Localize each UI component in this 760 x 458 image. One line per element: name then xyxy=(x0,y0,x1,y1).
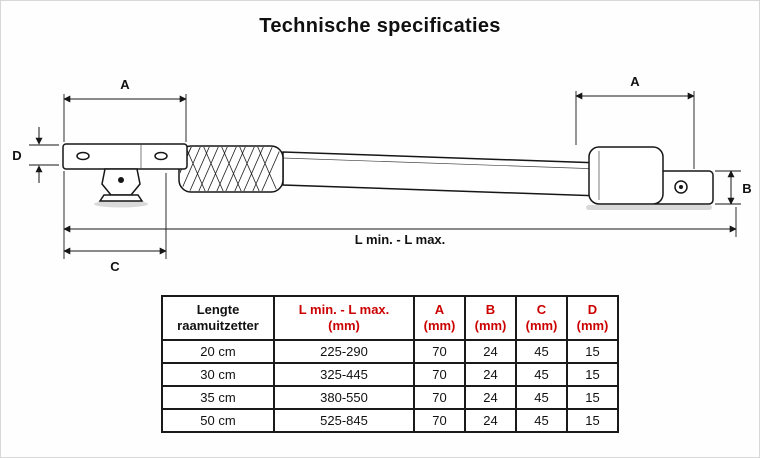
cell-c: 45 xyxy=(515,339,568,364)
cell-d: 15 xyxy=(566,408,619,433)
cell-d: 15 xyxy=(566,385,619,410)
page-title: Technische specificaties xyxy=(259,15,501,37)
table-row-35cm: 35 cm 380-550 70 24 45 15 xyxy=(161,385,619,410)
dimension-a-left: A xyxy=(63,77,187,142)
header-c: C (mm) xyxy=(515,295,568,341)
cell-b: 24 xyxy=(464,362,517,387)
cell-a: 70 xyxy=(413,362,466,387)
dimension-length: L min. - L max. xyxy=(63,171,737,259)
dim-label-d: D xyxy=(12,148,21,163)
header-lengte-raamuitzetter: Lengte raamuitzetter xyxy=(161,295,275,341)
dimension-b: B xyxy=(715,170,752,205)
header-b: B (mm) xyxy=(464,295,517,341)
cell-a: 70 xyxy=(413,408,466,433)
spec-table-header-row: Lengte raamuitzetter L min. - L max. (mm… xyxy=(161,295,619,341)
dimension-c: C xyxy=(63,173,167,274)
cell-lminmax: 325-445 xyxy=(273,362,415,387)
header-a: A (mm) xyxy=(413,295,466,341)
table-row-30cm: 30 cm 325-445 70 24 45 15 xyxy=(161,362,619,387)
pivot-point xyxy=(118,177,124,183)
cell-b: 24 xyxy=(464,408,517,433)
cell-c: 45 xyxy=(515,362,568,387)
dimension-d: D xyxy=(12,127,59,183)
header-l-min-max: L min. - L max. (mm) xyxy=(273,295,415,341)
pivot-foot xyxy=(98,194,144,202)
cell-b: 24 xyxy=(464,339,517,364)
cell-lengte: 35 cm xyxy=(161,385,275,410)
dimension-a-right: A xyxy=(575,74,695,169)
cell-c: 45 xyxy=(515,385,568,410)
screw-hole-left-2 xyxy=(154,151,168,161)
spec-table: Lengte raamuitzetter L min. - L max. (mm… xyxy=(161,295,619,433)
screw-hole-left-1 xyxy=(76,151,90,161)
cell-d: 15 xyxy=(566,362,619,387)
cell-lminmax: 225-290 xyxy=(273,339,415,364)
cell-lengte: 20 cm xyxy=(161,339,275,364)
dim-label-a-left: A xyxy=(120,77,130,92)
cell-lengte: 50 cm xyxy=(161,408,275,433)
grip-knurling xyxy=(180,147,282,191)
cell-a: 70 xyxy=(413,385,466,410)
cell-lminmax: 525-845 xyxy=(273,408,415,433)
dim-label-a-right: A xyxy=(630,74,640,89)
cell-d: 15 xyxy=(566,339,619,364)
shadow-shapes xyxy=(94,200,712,210)
cell-c: 45 xyxy=(515,408,568,433)
cell-lminmax: 380-550 xyxy=(273,385,415,410)
telescopic-tube xyxy=(282,151,602,197)
header-d: D (mm) xyxy=(566,295,619,341)
table-row-50cm: 50 cm 525-845 70 24 45 15 xyxy=(161,408,619,433)
dim-label-length: L min. - L max. xyxy=(355,232,446,247)
cell-a: 70 xyxy=(413,339,466,364)
cell-b: 24 xyxy=(464,385,517,410)
cell-lengte: 30 cm xyxy=(161,362,275,387)
left-bracket xyxy=(62,143,188,202)
right-guide-block xyxy=(588,146,664,205)
ribbed-grip xyxy=(178,145,284,193)
dim-label-b: B xyxy=(742,181,751,196)
technical-drawing: A A D B L min. - L ma xyxy=(12,74,752,274)
table-row-20cm: 20 cm 225-290 70 24 45 15 xyxy=(161,339,619,364)
dim-label-c: C xyxy=(110,259,120,274)
